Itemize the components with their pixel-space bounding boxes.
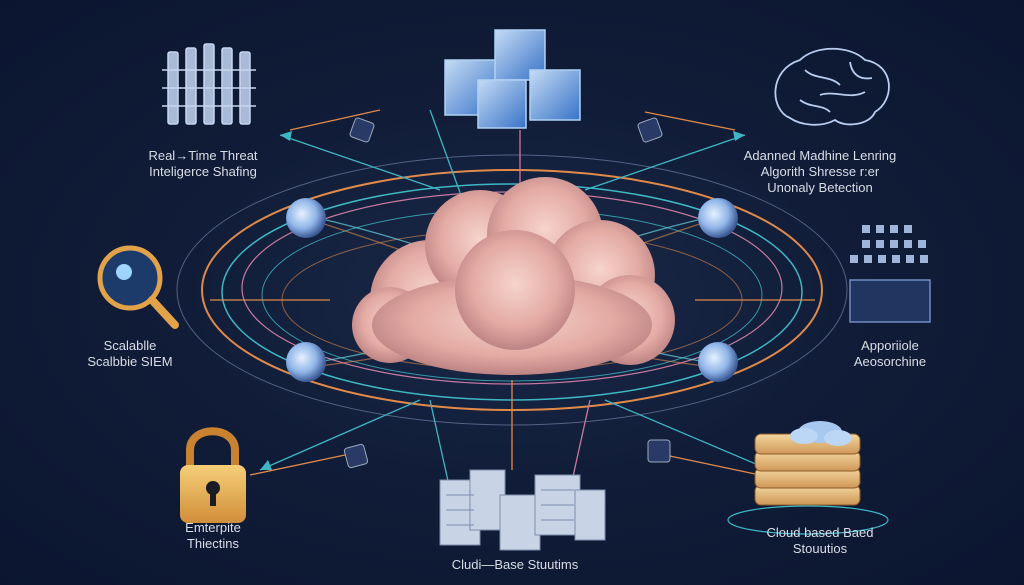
label-line: Real→Time Threat xyxy=(148,148,258,163)
label-line: Scalablle xyxy=(103,338,157,353)
label-line: Thiectins xyxy=(186,536,240,551)
chip-icon xyxy=(637,117,663,143)
label-line: Scalbbie SIEM xyxy=(87,354,173,369)
blockchain-cubes-icon xyxy=(444,29,581,129)
chip-icon xyxy=(647,439,671,463)
label-scalable-siem: Scalablle Scalbbie SIEM xyxy=(60,338,200,370)
label-enterprise: Emterpite Thiectins xyxy=(148,520,278,552)
label-line: Cloud based Baed xyxy=(766,525,874,540)
orb-icon xyxy=(286,342,326,382)
label-line: Emterpite xyxy=(185,520,241,535)
orbs xyxy=(286,198,738,382)
cloud-storage-stack-icon xyxy=(727,421,889,535)
label-line: Stouutios xyxy=(792,541,848,556)
orb-icon xyxy=(698,198,738,238)
magnifier-icon xyxy=(97,245,179,329)
label-apporiiole: Apporiiole Aeosorchine xyxy=(830,338,950,370)
orb-icon xyxy=(286,198,326,238)
label-line: Algorith Shresse r:er xyxy=(760,164,880,179)
cloud-icon xyxy=(352,177,675,375)
label-line: Unonaly Betection xyxy=(767,180,873,195)
chip-icon xyxy=(349,117,375,143)
datacenter-buildings-icon xyxy=(439,469,606,551)
chip-icon xyxy=(343,443,369,469)
binary-grid-icon xyxy=(849,225,931,323)
label-line: Aeosorchine xyxy=(853,354,927,369)
label-line: Inteligerce Shafing xyxy=(149,164,257,179)
label-machine-learning: Adanned Madhine Lenring Algorith Shresse… xyxy=(735,148,905,196)
padlock-icon xyxy=(180,427,246,523)
label-cloud-based: Cloud based Baed Stouutios xyxy=(755,525,885,557)
server-rack-icon xyxy=(162,43,256,125)
label-line: Apporiiole xyxy=(861,338,919,353)
label-line: Cludi—Base Stuutims xyxy=(451,557,579,572)
orb-icon xyxy=(698,342,738,382)
label-line: Adanned Madhine Lenring xyxy=(743,148,897,163)
label-realtime-threat: Real→Time Threat Inteligerce Shafing xyxy=(128,148,278,180)
brain-icon xyxy=(774,47,890,126)
chip-icons xyxy=(343,117,671,469)
label-bottom-center: Cludi—Base Stuutims xyxy=(420,557,610,573)
